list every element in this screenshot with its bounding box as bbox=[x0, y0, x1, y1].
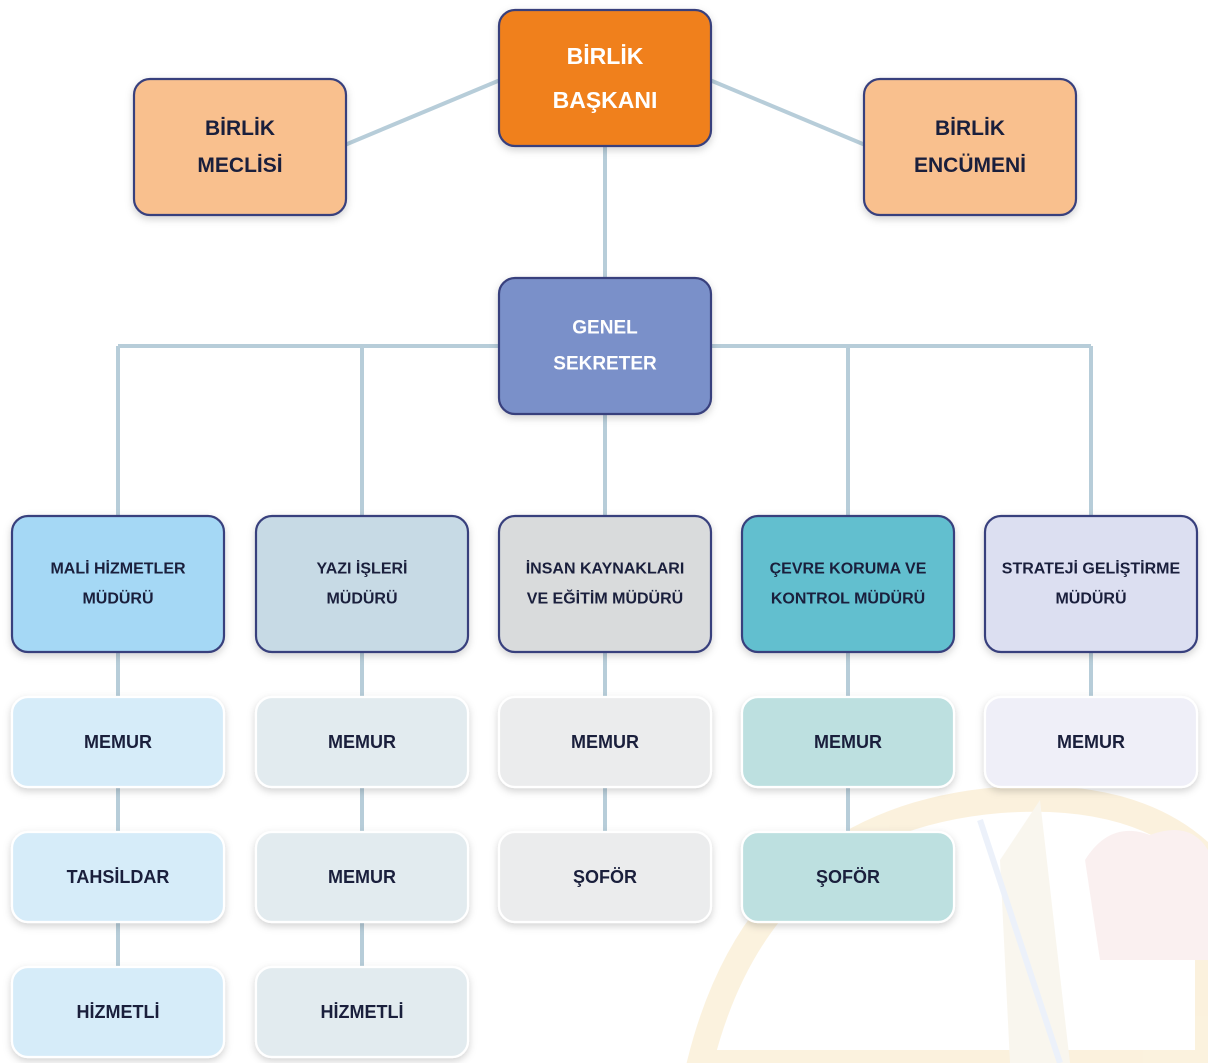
node-department-5-label: STRATEJİ GELİŞTİRME bbox=[1002, 560, 1181, 578]
node-staff-2-3-label: HİZMETLİ bbox=[321, 1002, 404, 1022]
node-staff-1-1: MEMUR bbox=[10, 695, 226, 789]
node-department-2-label: YAZI İŞLERİ bbox=[317, 560, 408, 578]
node-staff-1-1-box bbox=[10, 695, 226, 789]
node-department-4: ÇEVRE KORUMA VE KONTROL MÜDÜRÜ bbox=[740, 514, 956, 654]
node-secretary-label: GENEL bbox=[572, 318, 638, 339]
node-department-1-label: MALİ HİZMETLER bbox=[50, 560, 186, 578]
node-department-1-box bbox=[10, 514, 226, 654]
node-staff-3-1: MEMUR bbox=[497, 695, 713, 789]
node-staff-3-2-box bbox=[497, 830, 713, 924]
node-committee-label: ENCÜMENİ bbox=[914, 154, 1026, 177]
node-staff-4-1-box bbox=[740, 695, 956, 789]
node-staff-2-3-box bbox=[254, 965, 470, 1059]
node-staff-5-1-box bbox=[983, 695, 1199, 789]
node-staff-1-3-box bbox=[10, 965, 226, 1059]
node-staff-4-1-label: MEMUR bbox=[814, 732, 882, 752]
node-department-5: STRATEJİ GELİŞTİRME MÜDÜRÜ bbox=[983, 514, 1199, 654]
node-council-box bbox=[132, 77, 348, 217]
node-staff-3-1-label: MEMUR bbox=[571, 732, 639, 752]
node-staff-4-2: ŞOFÖR bbox=[740, 830, 956, 924]
node-committee-label: BİRLİK bbox=[935, 117, 1005, 140]
node-layer: BİRLİK MECLİSİ BİRLİK ENCÜMENİ BİRLİK BAŞKANI… bbox=[10, 8, 1199, 1059]
node-department-5-box bbox=[983, 514, 1199, 654]
watermark-stripe bbox=[977, 819, 1063, 1063]
node-secretary-box bbox=[497, 276, 713, 416]
node-department-4-label: ÇEVRE KORUMA VE bbox=[770, 561, 927, 578]
node-staff-2-2: MEMUR bbox=[254, 830, 470, 924]
node-staff-2-1: MEMUR bbox=[254, 695, 470, 789]
node-staff-1-3-label: HİZMETLİ bbox=[77, 1002, 160, 1022]
node-department-4-label: KONTROL MÜDÜRÜ bbox=[771, 589, 925, 608]
node-staff-1-1-label: MEMUR bbox=[84, 732, 152, 752]
node-staff-2-2-label: MEMUR bbox=[328, 867, 396, 887]
watermark-arc bbox=[686, 785, 1208, 1063]
connector-president-council bbox=[339, 76, 506, 149]
node-secretary: GENEL SEKRETER bbox=[497, 276, 713, 416]
node-department-1: MALİ HİZMETLER MÜDÜRÜ bbox=[10, 514, 226, 654]
node-staff-3-2-label: ŞOFÖR bbox=[573, 867, 637, 887]
node-department-3-box bbox=[497, 514, 713, 654]
node-department-3: İNSAN KAYNAKLARI VE EĞİTİM MÜDÜRÜ bbox=[497, 514, 713, 654]
node-department-4-box bbox=[740, 514, 956, 654]
node-secretary-label: SEKRETER bbox=[553, 354, 657, 375]
node-staff-1-2-label: TAHSİLDAR bbox=[67, 867, 170, 887]
node-staff-5-1: MEMUR bbox=[983, 695, 1199, 789]
node-staff-5-1-label: MEMUR bbox=[1057, 732, 1125, 752]
node-department-1-label: MÜDÜRÜ bbox=[82, 589, 153, 608]
node-council: BİRLİK MECLİSİ bbox=[132, 77, 348, 217]
node-committee-box bbox=[862, 77, 1078, 217]
node-department-2-box bbox=[254, 514, 470, 654]
node-president-box bbox=[497, 8, 713, 148]
node-staff-3-1-box bbox=[497, 695, 713, 789]
watermark-emblem bbox=[686, 785, 1208, 1063]
node-staff-2-2-box bbox=[254, 830, 470, 924]
connector-president-committee bbox=[704, 76, 871, 149]
node-department-2: YAZI İŞLERİ MÜDÜRÜ bbox=[254, 514, 470, 654]
node-staff-2-1-label: MEMUR bbox=[328, 732, 396, 752]
node-president-label: BİRLİK bbox=[567, 43, 644, 69]
node-staff-3-2: ŞOFÖR bbox=[497, 830, 713, 924]
node-staff-4-2-label: ŞOFÖR bbox=[816, 867, 880, 887]
node-department-5-label: MÜDÜRÜ bbox=[1055, 589, 1126, 608]
node-president: BİRLİK BAŞKANI bbox=[497, 8, 713, 148]
node-department-2-label: MÜDÜRÜ bbox=[326, 589, 397, 608]
node-staff-2-1-box bbox=[254, 695, 470, 789]
node-department-3-label: VE EĞİTİM MÜDÜRÜ bbox=[527, 589, 683, 608]
node-council-label: BİRLİK bbox=[205, 117, 275, 140]
node-staff-4-1: MEMUR bbox=[740, 695, 956, 789]
node-staff-1-3: HİZMETLİ bbox=[10, 965, 226, 1059]
node-council-label: MECLİSİ bbox=[197, 154, 282, 177]
node-staff-4-2-box bbox=[740, 830, 956, 924]
node-department-3-label: İNSAN KAYNAKLARI bbox=[526, 560, 685, 578]
node-president-label: BAŞKANI bbox=[553, 87, 658, 113]
node-committee: BİRLİK ENCÜMENİ bbox=[862, 77, 1078, 217]
watermark-tower bbox=[1000, 800, 1070, 1063]
watermark-cloud bbox=[1085, 830, 1208, 960]
node-staff-2-3: HİZMETLİ bbox=[254, 965, 470, 1059]
node-staff-1-2: TAHSİLDAR bbox=[10, 830, 226, 924]
node-staff-1-2-box bbox=[10, 830, 226, 924]
